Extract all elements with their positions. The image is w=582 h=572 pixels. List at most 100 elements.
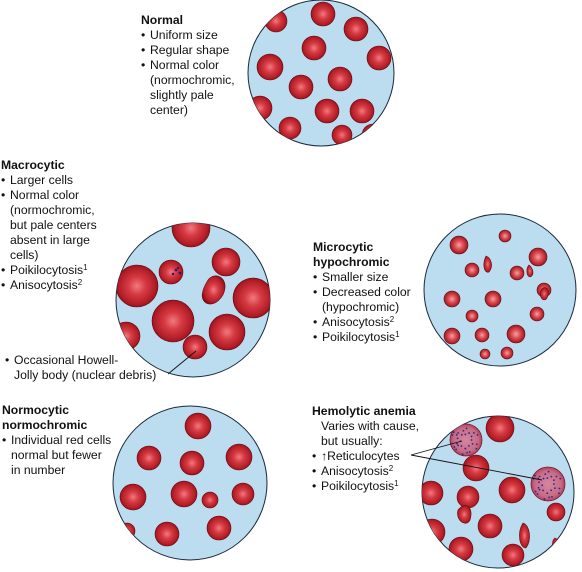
reticulum-dot xyxy=(452,431,455,434)
label-howell-jolly-list: Occasional Howell-Jolly body (nuclear de… xyxy=(5,353,156,383)
list-item-text: (normochromic, xyxy=(150,73,235,87)
reticulum-dot xyxy=(457,444,459,447)
reticulum-dot xyxy=(546,477,549,479)
reticulum-dot xyxy=(468,432,471,434)
list-item: Anisocytosis2 xyxy=(312,464,419,479)
label-macrocytic-list: Larger cellsNormal color(normochromic,bu… xyxy=(1,173,97,293)
smear-field-microcytic xyxy=(423,213,577,367)
list-item-text: Uniform size xyxy=(150,28,218,42)
red-blood-cell xyxy=(498,229,512,243)
reticulum-dot xyxy=(475,447,478,450)
reticulum-dot xyxy=(476,434,479,436)
reticulum-dot xyxy=(546,492,549,495)
list-item: normal but fewer xyxy=(2,448,111,463)
red-blood-cell xyxy=(422,518,446,546)
red-blood-cell xyxy=(448,536,474,562)
smear-field-hemolytic xyxy=(421,415,575,569)
label-howell-jolly: Occasional Howell-Jolly body (nuclear de… xyxy=(5,353,156,383)
list-item-text: Poikilocytosis xyxy=(321,479,395,493)
reticulocyte-cell xyxy=(449,423,483,457)
reticulum-dot xyxy=(554,487,556,490)
list-item: ↑Reticulocytes xyxy=(312,449,419,464)
howell-jolly-body-dot xyxy=(174,268,178,272)
list-item: absent in large xyxy=(1,233,97,248)
reticulum-dot xyxy=(456,442,459,445)
list-item: Anisocytosis2 xyxy=(1,278,97,293)
cells-macrocytic xyxy=(116,223,270,360)
list-item: (normochromic, xyxy=(141,73,235,88)
howell-jolly-body-dot xyxy=(178,271,182,275)
reticulum-dot xyxy=(534,490,537,493)
howell-jolly-body-dot xyxy=(171,272,175,276)
howell-jolly-leader-line xyxy=(167,350,197,375)
footnote-marker: 1 xyxy=(83,263,88,272)
poikilocyte-cell xyxy=(457,505,472,524)
reticulum-dot xyxy=(550,475,553,478)
reticulum-dot xyxy=(538,481,540,484)
list-item-text: Anisocytosis xyxy=(10,278,78,292)
red-blood-cell xyxy=(343,16,369,42)
list-item: cells) xyxy=(1,248,97,263)
label-microcytic-list: Smaller sizeDecreased color(hypochromic)… xyxy=(313,270,411,345)
list-item-text: Smaller size xyxy=(322,270,389,284)
list-item-text: in number xyxy=(11,463,66,477)
reticulum-dot xyxy=(471,442,474,445)
list-item: Occasional Howell- xyxy=(5,353,156,368)
red-blood-cell xyxy=(509,265,525,281)
red-blood-cell xyxy=(366,45,392,71)
poikilocyte-cell xyxy=(519,522,530,549)
list-item: (normochromic, xyxy=(1,203,97,218)
label-macrocytic: Macrocytic Larger cellsNormal color(norm… xyxy=(1,158,97,293)
list-item: in number xyxy=(2,463,111,478)
red-blood-cell xyxy=(477,513,503,539)
reticulum-dot xyxy=(470,439,473,441)
red-blood-cell xyxy=(118,522,136,540)
red-blood-cell xyxy=(443,290,461,308)
reticulum-dot xyxy=(553,483,555,485)
list-item: slightly pale xyxy=(141,88,235,103)
list-item: Individual red cells xyxy=(2,433,111,448)
poikilocyte-cell xyxy=(552,537,560,553)
list-item-text: Larger cells xyxy=(10,173,73,187)
reticulum-dot xyxy=(542,477,545,480)
red-blood-cell xyxy=(116,321,141,351)
list-item: Larger cells xyxy=(1,173,97,188)
red-blood-cell xyxy=(151,299,195,343)
list-item-text: Decreased color xyxy=(322,285,411,299)
red-blood-cell xyxy=(225,443,253,471)
smear-field-normocytic xyxy=(112,405,268,561)
label-normocytic: Normocytic normochromic Individual red c… xyxy=(2,403,111,478)
red-blood-cell xyxy=(501,543,525,567)
list-item-text: Anisocytosis xyxy=(322,315,390,329)
label-normal-title: Normal xyxy=(141,13,183,27)
reticulum-dot xyxy=(534,474,536,477)
list-item-text: Normal color xyxy=(10,188,80,202)
red-blood-cell xyxy=(248,95,273,121)
reticulum-dot xyxy=(461,453,464,456)
list-item: Decreased color xyxy=(313,285,411,300)
list-item-text: Normal color xyxy=(150,58,220,72)
red-blood-cell xyxy=(464,262,480,278)
list-item-text: normal but fewer xyxy=(11,448,102,462)
list-item-text: Poikilocytosis xyxy=(10,263,84,277)
reticulum-dot xyxy=(468,451,471,453)
list-item: Poikilocytosis1 xyxy=(312,479,419,494)
label-normocytic-title-line-1: Normocytic xyxy=(2,403,70,417)
reticulum-dot xyxy=(451,434,454,436)
reticulocyte-leader-line-1 xyxy=(410,440,463,456)
list-item-text: (normochromic, xyxy=(10,203,95,217)
red-blood-cell xyxy=(301,35,327,61)
red-blood-cell xyxy=(479,348,491,360)
red-blood-cell xyxy=(462,454,490,482)
red-blood-cell xyxy=(288,74,314,100)
red-blood-cell xyxy=(264,9,288,33)
red-blood-cell xyxy=(546,502,566,522)
red-blood-cell xyxy=(331,124,353,146)
reticulum-dot xyxy=(555,475,558,478)
poikilocyte-cell xyxy=(483,255,492,273)
reticulum-dot xyxy=(465,427,468,430)
reticulum-dot xyxy=(475,443,478,446)
red-blood-cell xyxy=(474,327,490,343)
red-blood-cell xyxy=(506,324,526,344)
